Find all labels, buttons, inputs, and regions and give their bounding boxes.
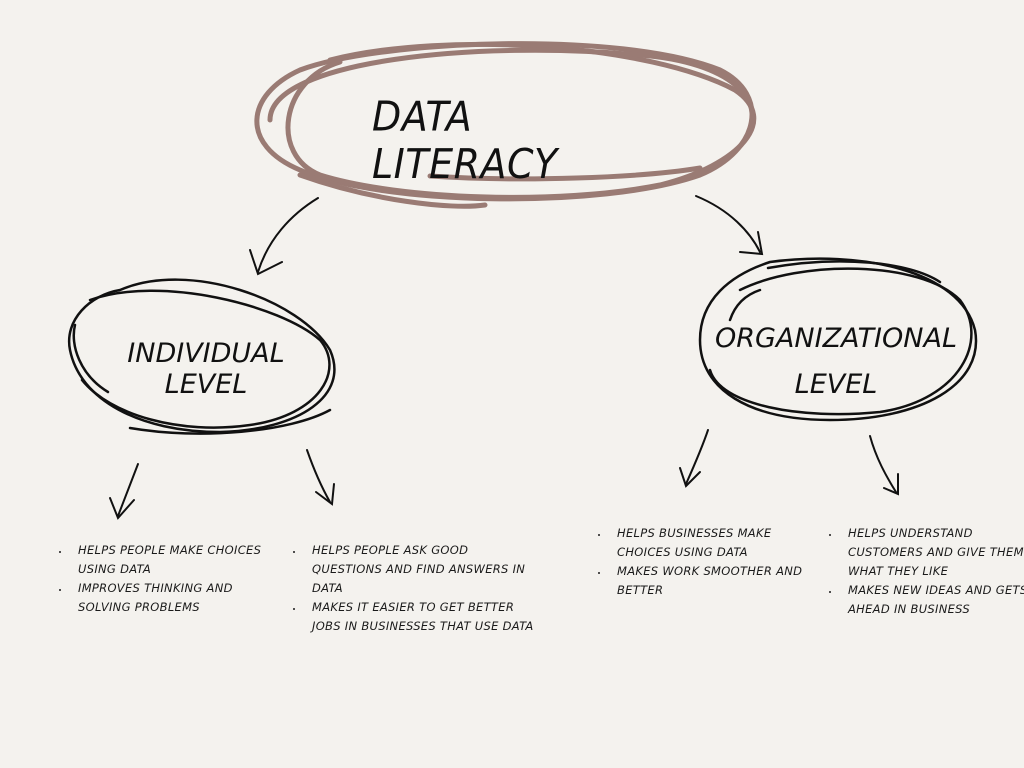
list-item: IMPROVES THINKING AND SOLVING PROBLEMS: [70, 579, 284, 617]
individual-scribble: [67, 278, 336, 435]
arrows: [109, 195, 899, 520]
arrow-head-organizational-right: [883, 473, 899, 496]
individual-level-label: INDIVIDUAL LEVEL: [127, 338, 285, 400]
organizational-label-line1: ORGANIZATIONAL: [715, 323, 957, 354]
list-item: HELPS BUSINESSES MAKE CHOICES USING DATA: [609, 524, 805, 562]
list-item: MAKES IT EASIER TO GET BETTER JOBS IN BU…: [304, 598, 540, 636]
list-item: MAKES WORK SMOOTHER AND BETTER: [609, 562, 805, 600]
arrow-head-organizational-left: [679, 467, 701, 488]
list-item: HELPS PEOPLE MAKE CHOICES USING DATA: [70, 541, 284, 579]
list-item: HELPS PEOPLE ASK GOOD QUESTIONS AND FIND…: [304, 541, 540, 598]
arrow-to-individual: [257, 197, 319, 273]
list-item: HELPS UNDERSTAND CUSTOMERS AND GIVE THEM…: [840, 524, 1024, 581]
diagram-title: DATA LITERACY: [372, 92, 558, 188]
arrow-organizational-right: [869, 435, 897, 493]
organizational-level-label: ORGANIZATIONAL LEVEL: [712, 316, 960, 408]
arrow-organizational-left: [685, 429, 709, 485]
arrow-head-individual-left: [109, 497, 135, 520]
arrow-individual-left: [117, 463, 139, 517]
arrow-head-organizational: [739, 231, 764, 256]
arrow-individual-right: [306, 449, 331, 503]
arrow-head-individual-right: [315, 483, 335, 506]
arrow-to-organizational: [695, 195, 761, 253]
organizational-right-bullets: HELPS UNDERSTAND CUSTOMERS AND GIVE THEM…: [822, 524, 1024, 619]
organizational-left-bullets: HELPS BUSINESSES MAKE CHOICES USING DATA…: [591, 524, 805, 600]
organizational-scribble: [698, 257, 978, 422]
individual-left-bullets: HELPS PEOPLE MAKE CHOICES USING DATA IMP…: [52, 541, 284, 617]
list-item: MAKES NEW IDEAS AND GETS AHEAD IN BUSINE…: [840, 581, 1024, 619]
arrow-head-individual: [249, 249, 283, 276]
individual-right-bullets: HELPS PEOPLE ASK GOOD QUESTIONS AND FIND…: [286, 541, 540, 636]
title-scribble: [254, 41, 757, 209]
organizational-label-line2: LEVEL: [794, 369, 878, 400]
